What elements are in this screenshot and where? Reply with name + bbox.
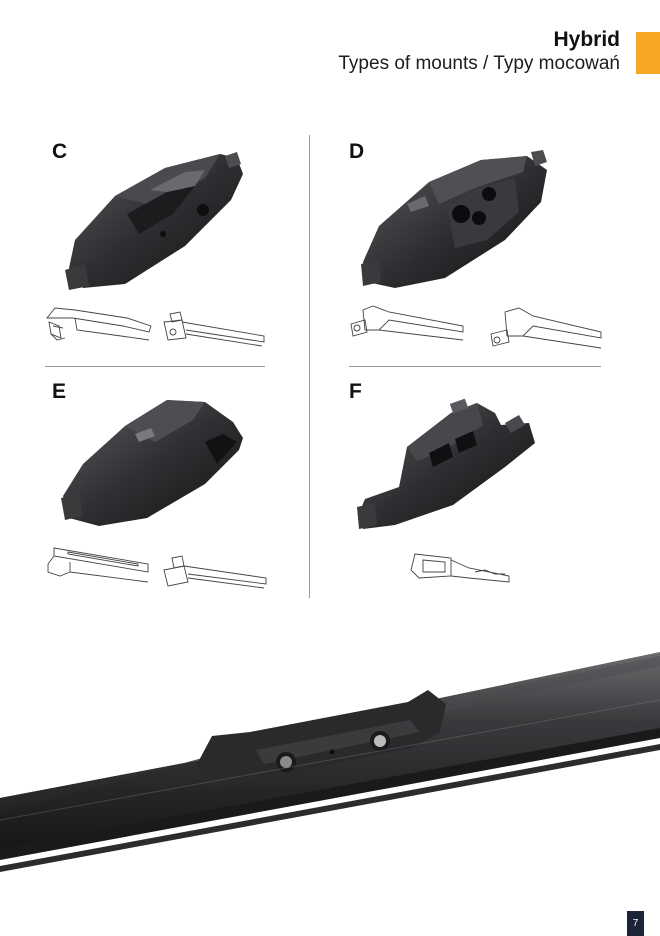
mount-f-product-image bbox=[357, 398, 535, 529]
page-number: 7 bbox=[627, 911, 644, 936]
panel-letter-d: D bbox=[349, 140, 365, 163]
mount-c-diagram-2 bbox=[163, 311, 265, 347]
mount-f-diagram bbox=[410, 553, 510, 583]
vertical-divider bbox=[309, 135, 310, 598]
horizontal-divider-left bbox=[45, 366, 265, 367]
page-subtitle: Types of mounts / Typy mocowań bbox=[338, 53, 620, 74]
panel-letter-e: E bbox=[52, 380, 67, 403]
mount-d-diagram-2 bbox=[490, 307, 602, 349]
horizontal-divider-right bbox=[349, 366, 601, 367]
page-header: Hybrid Types of mounts / Typy mocowań bbox=[338, 28, 620, 76]
mount-d-product-image bbox=[361, 150, 547, 288]
page-title: Hybrid bbox=[553, 28, 620, 51]
wiper-blade-image bbox=[0, 652, 660, 872]
panel-letter-f: F bbox=[349, 380, 362, 403]
mount-e-diagram-1 bbox=[47, 547, 149, 583]
mount-d-diagram-1 bbox=[350, 305, 464, 341]
mount-e-product-image bbox=[61, 400, 243, 526]
mount-c-product-image bbox=[65, 152, 243, 290]
accent-bar bbox=[636, 32, 660, 74]
panel-letter-c: C bbox=[52, 140, 68, 163]
mount-c-diagram-1 bbox=[46, 307, 152, 341]
mount-e-diagram-2 bbox=[163, 555, 267, 589]
